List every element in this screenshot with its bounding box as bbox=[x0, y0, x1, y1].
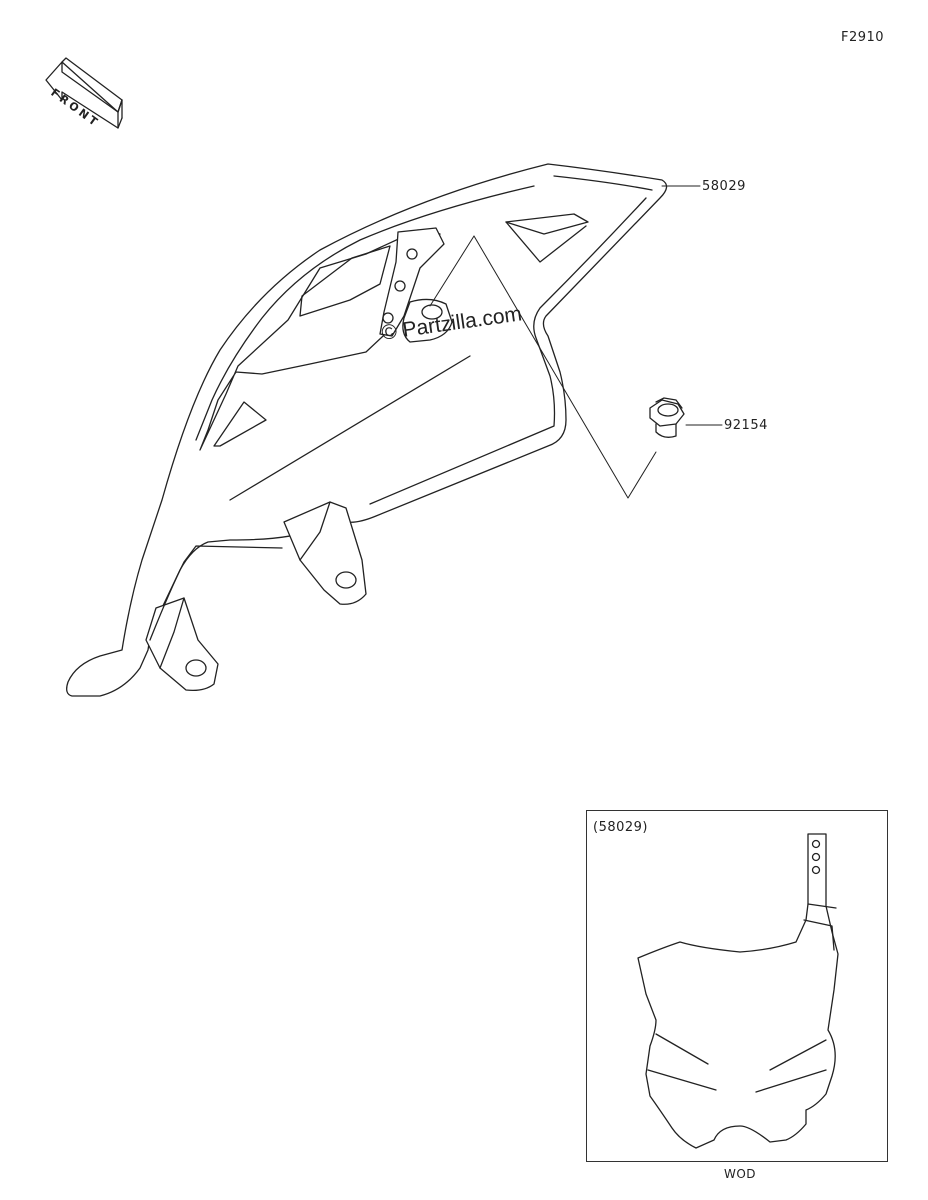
bolt-92154-icon bbox=[649, 397, 685, 438]
inset-variant-label: WOD bbox=[724, 1167, 757, 1181]
inset-part-ref: (58029) bbox=[593, 820, 648, 835]
inset-frame bbox=[586, 810, 888, 1162]
leader-lines bbox=[429, 185, 723, 499]
figure-id: F2910 bbox=[841, 30, 885, 45]
inset-plate-outline bbox=[637, 833, 839, 1149]
part-number-58029: 58029 bbox=[702, 179, 746, 194]
part-number-92154: 92154 bbox=[724, 418, 768, 433]
number-plate-outline bbox=[66, 163, 668, 697]
front-arrow-icon bbox=[45, 57, 123, 129]
